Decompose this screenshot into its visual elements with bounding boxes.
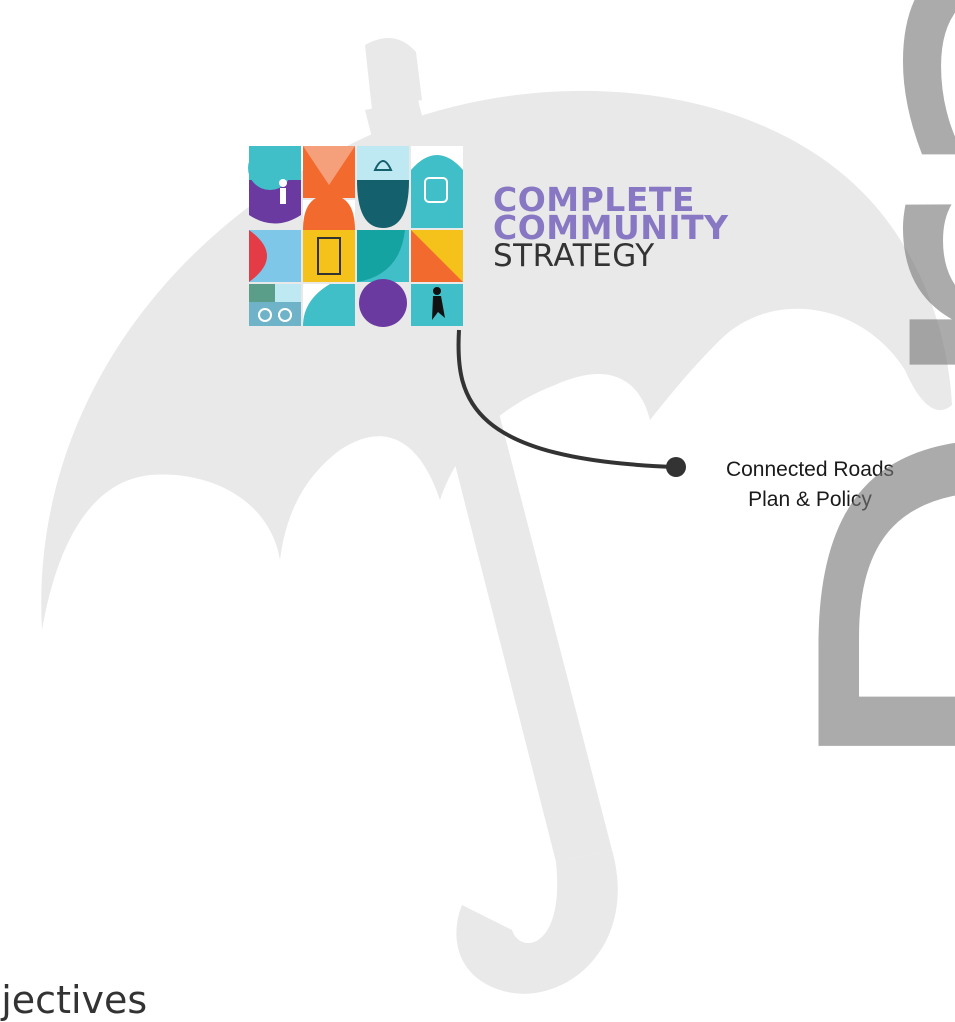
connector-line bbox=[456, 329, 677, 469]
node-label-line-1: Connected Roads bbox=[725, 458, 895, 481]
connector-node bbox=[666, 457, 686, 477]
logo-line-2: COMMUNITY bbox=[493, 208, 729, 247]
logo-wordmark: COMPLETE COMMUNITY STRATEGY bbox=[493, 180, 729, 274]
logo-mosaic bbox=[248, 146, 463, 327]
footer-heading: ojectives bbox=[0, 978, 148, 1022]
node-label: Connected Roads Plan & Policy bbox=[700, 455, 920, 515]
umbrella-hook bbox=[456, 850, 618, 994]
umbrella-tip bbox=[365, 37, 422, 110]
umbrella-canopy bbox=[41, 90, 953, 630]
node-label-line-2: Plan & Policy bbox=[748, 488, 872, 511]
logo-line-1: COMPLETE bbox=[493, 180, 695, 219]
logo-line-3: STRATEGY bbox=[493, 238, 655, 274]
